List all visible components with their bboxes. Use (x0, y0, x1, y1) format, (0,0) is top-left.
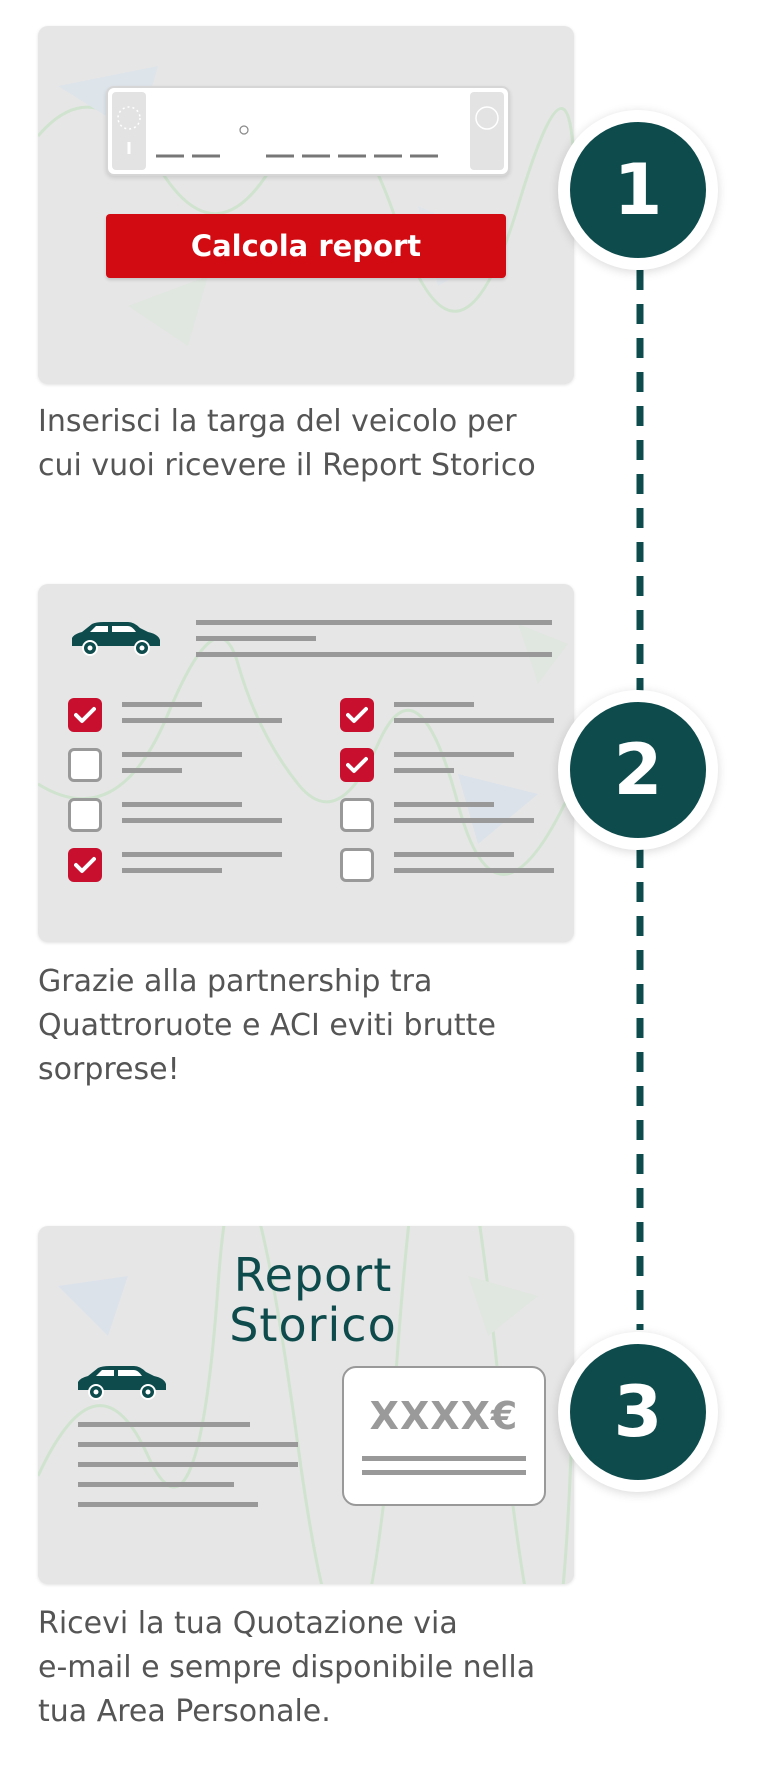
card-background-graphic (38, 66, 574, 346)
step-2-card (38, 584, 574, 942)
step-3-card: Report Storico XXXX€ (38, 1226, 574, 1584)
calcola-report-button[interactable]: Calcola report (106, 214, 506, 278)
text-placeholder-line (122, 718, 282, 723)
step-1-description: Inserisci la targa del veicolo per cui v… (38, 404, 536, 483)
text-placeholder-line (394, 718, 554, 723)
text-placeholder-line (78, 1502, 258, 1507)
text-placeholder-line (394, 768, 454, 773)
checkbox-checked[interactable] (68, 848, 102, 882)
step-1-badge: 1 (558, 110, 718, 270)
text-placeholder-line (122, 702, 202, 707)
text-placeholder-line (394, 868, 554, 873)
text-placeholder-line (394, 818, 534, 823)
car-icon (72, 622, 160, 656)
license-plate-input[interactable] (106, 86, 510, 176)
text-placeholder-line (122, 768, 182, 773)
plate-eu-band (112, 92, 146, 170)
checkbox-unchecked[interactable] (340, 798, 374, 832)
text-placeholder-line (394, 852, 514, 857)
card-background-graphic (38, 1226, 574, 1584)
price-card: XXXX€ (342, 1366, 546, 1506)
text-placeholder-line (362, 1456, 526, 1461)
step-3-description: Ricevi la tua Quotazione via e-mail e se… (38, 1606, 536, 1729)
step-2-number: 2 (570, 702, 706, 838)
step-2-description: Grazie alla partnership tra Quattroruote… (38, 964, 496, 1087)
text-placeholder-line (78, 1442, 298, 1447)
checkbox-unchecked[interactable] (68, 798, 102, 832)
text-placeholder-line (394, 702, 474, 707)
text-placeholder-line (78, 1482, 234, 1487)
checkbox-unchecked[interactable] (68, 748, 102, 782)
text-placeholder-line (122, 818, 282, 823)
text-placeholder-line (122, 852, 282, 857)
step-3-number: 3 (570, 1344, 706, 1480)
price-value: XXXX€ (369, 1394, 519, 1438)
text-placeholder-line (362, 1470, 526, 1475)
step-2-badge: 2 (558, 690, 718, 850)
car-icon (78, 1366, 166, 1400)
checkbox-checked[interactable] (68, 698, 102, 732)
plate-province-band (470, 92, 504, 170)
report-storico-title: Report Storico (229, 1248, 397, 1352)
checkbox-checked[interactable] (340, 698, 374, 732)
text-placeholder-line (122, 802, 242, 807)
step-3-badge: 3 (558, 1332, 718, 1492)
text-placeholder-line (78, 1422, 250, 1427)
text-placeholder-line (196, 620, 552, 625)
text-placeholder-line (78, 1462, 298, 1467)
checkbox-checked[interactable] (340, 748, 374, 782)
text-placeholder-line (394, 802, 494, 807)
plate-placeholder-dashes (156, 125, 438, 158)
text-placeholder-line (394, 752, 514, 757)
checkbox-unchecked[interactable] (340, 848, 374, 882)
text-placeholder-line (196, 636, 316, 641)
text-placeholder-line (122, 752, 242, 757)
text-placeholder-line (196, 652, 552, 657)
step-1-card: Calcola report (38, 26, 574, 384)
step-1-number: 1 (570, 122, 706, 258)
text-placeholder-line (122, 868, 222, 873)
